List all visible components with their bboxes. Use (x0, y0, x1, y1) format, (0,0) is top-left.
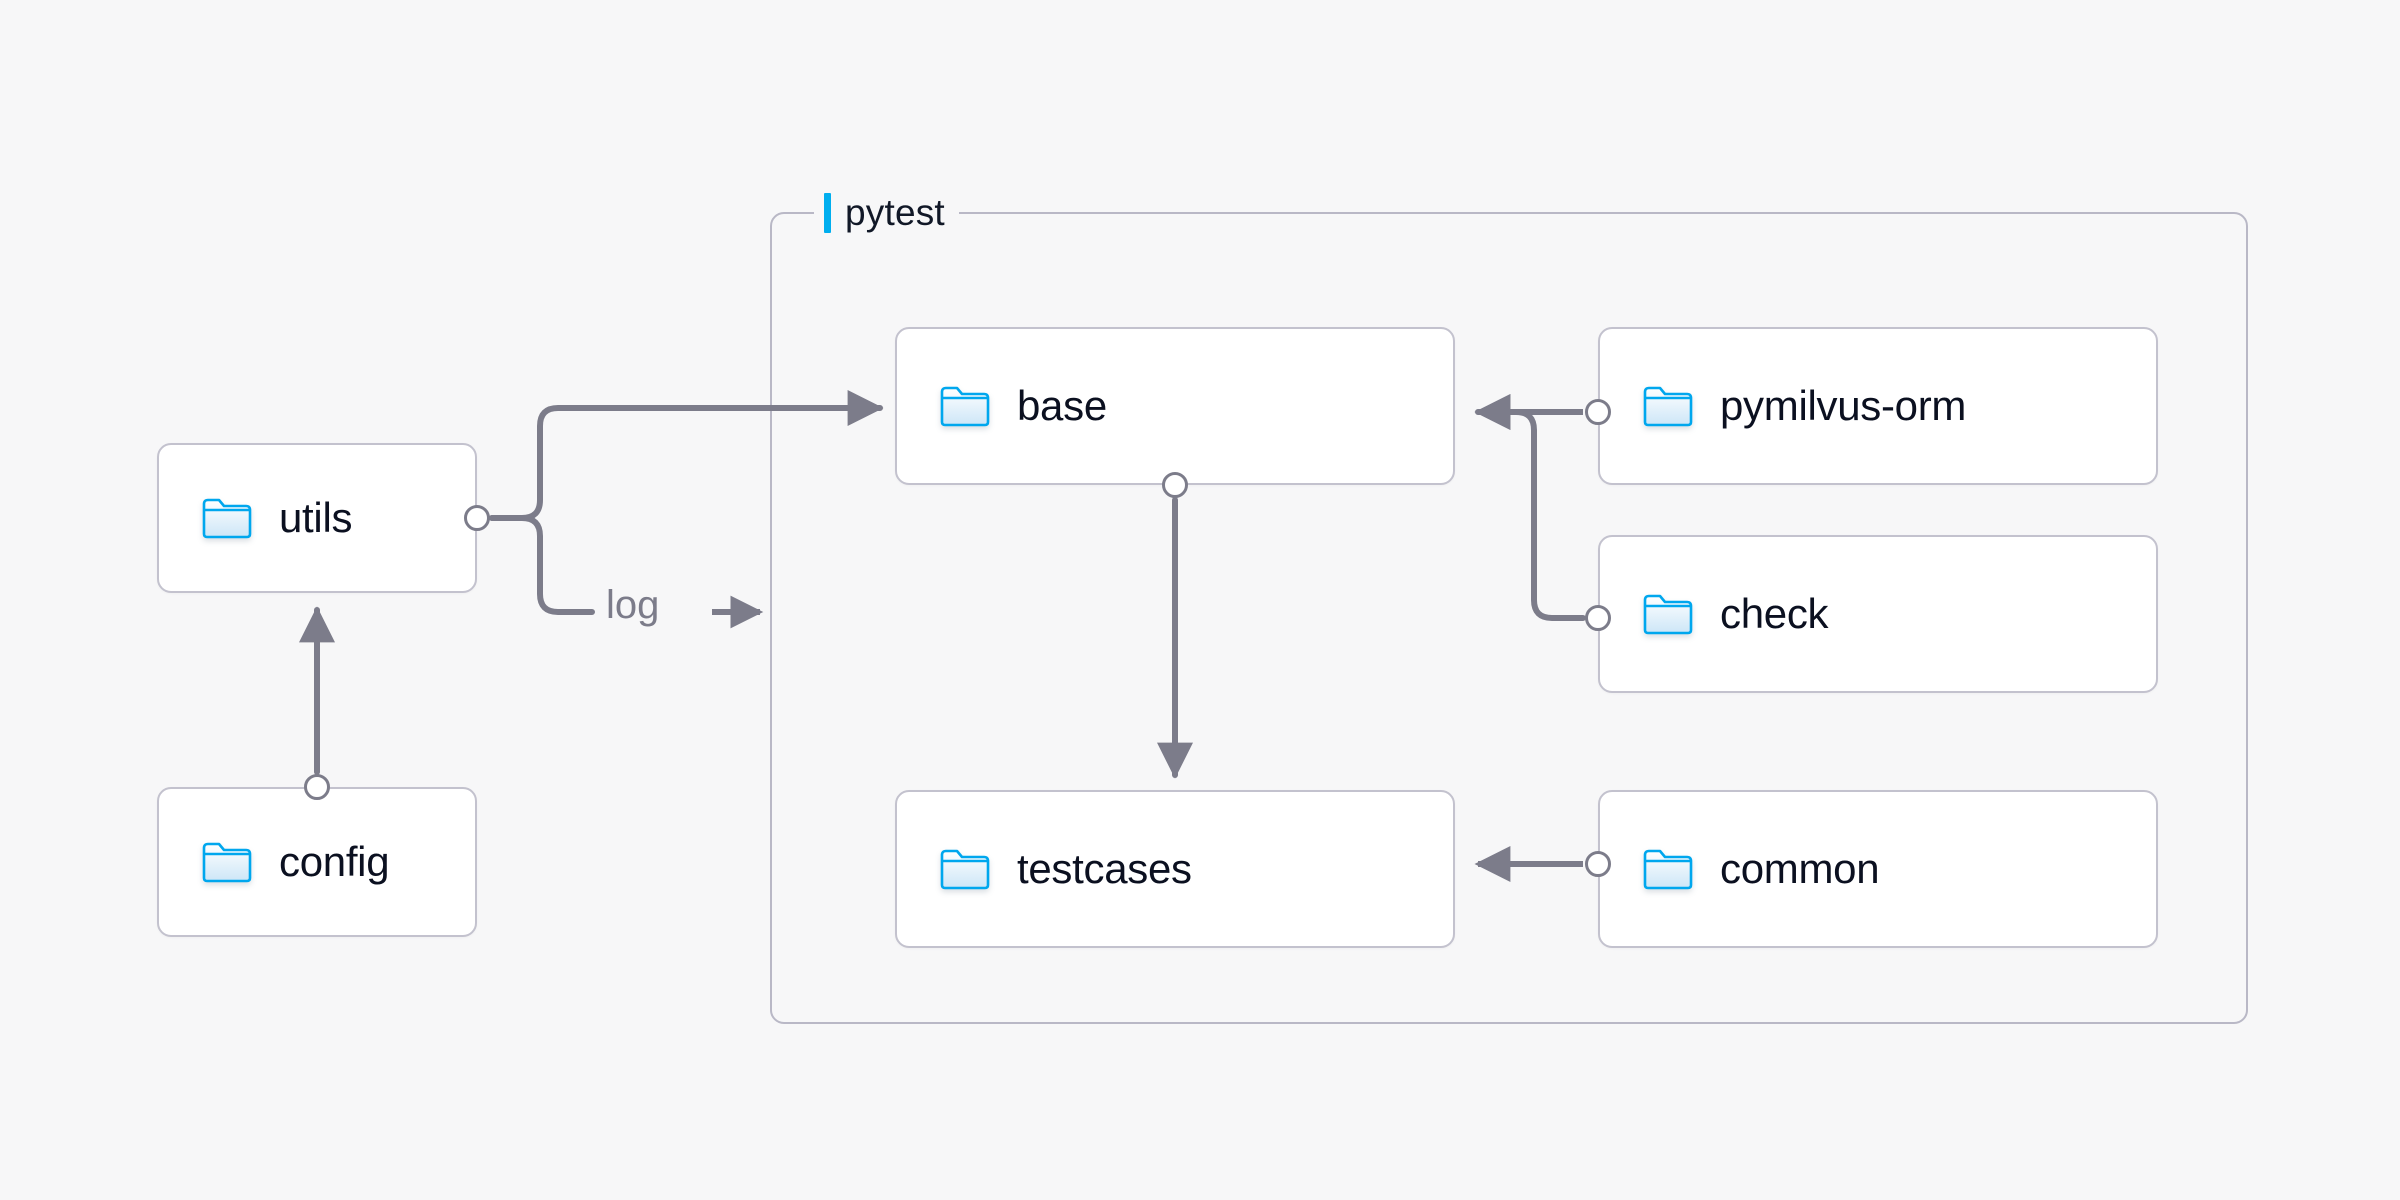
node-check-label: check (1720, 590, 1829, 637)
group-accent-bar (824, 193, 831, 233)
node-config[interactable]: config (157, 787, 477, 937)
node-common[interactable]: common (1598, 790, 2158, 948)
folder-icon (940, 386, 990, 427)
node-pymilvus-orm[interactable]: pymilvus-orm (1598, 327, 2158, 485)
node-testcases-label: testcases (1017, 845, 1192, 892)
node-config-label: config (279, 838, 390, 885)
folder-icon (1643, 386, 1693, 427)
node-base-label: base (1017, 382, 1107, 429)
folder-icon (1643, 849, 1693, 890)
port-check-left[interactable] (1585, 605, 1611, 631)
folder-icon (202, 842, 252, 883)
node-utils[interactable]: utils (157, 443, 477, 593)
node-base[interactable]: base (895, 327, 1455, 485)
node-check[interactable]: check (1598, 535, 2158, 693)
edge-utils-to-log (489, 515, 595, 615)
port-common-left[interactable] (1585, 851, 1611, 877)
group-pytest-label: pytest (814, 192, 959, 234)
folder-icon (1643, 594, 1693, 635)
port-utils-right[interactable] (464, 505, 490, 531)
node-pymilvus-orm-label: pymilvus-orm (1720, 382, 1967, 429)
node-testcases[interactable]: testcases (895, 790, 1455, 948)
port-base-bottom[interactable] (1162, 472, 1188, 498)
group-pytest[interactable] (770, 212, 2248, 1024)
group-label-text: pytest (845, 192, 945, 233)
folder-icon (940, 849, 990, 890)
edge-label-log: log (598, 583, 668, 628)
port-pymilvus-orm-left[interactable] (1585, 399, 1611, 425)
node-utils-label: utils (279, 494, 353, 541)
port-config-top[interactable] (304, 774, 330, 800)
node-common-label: common (1720, 845, 1880, 892)
folder-icon (202, 498, 252, 539)
